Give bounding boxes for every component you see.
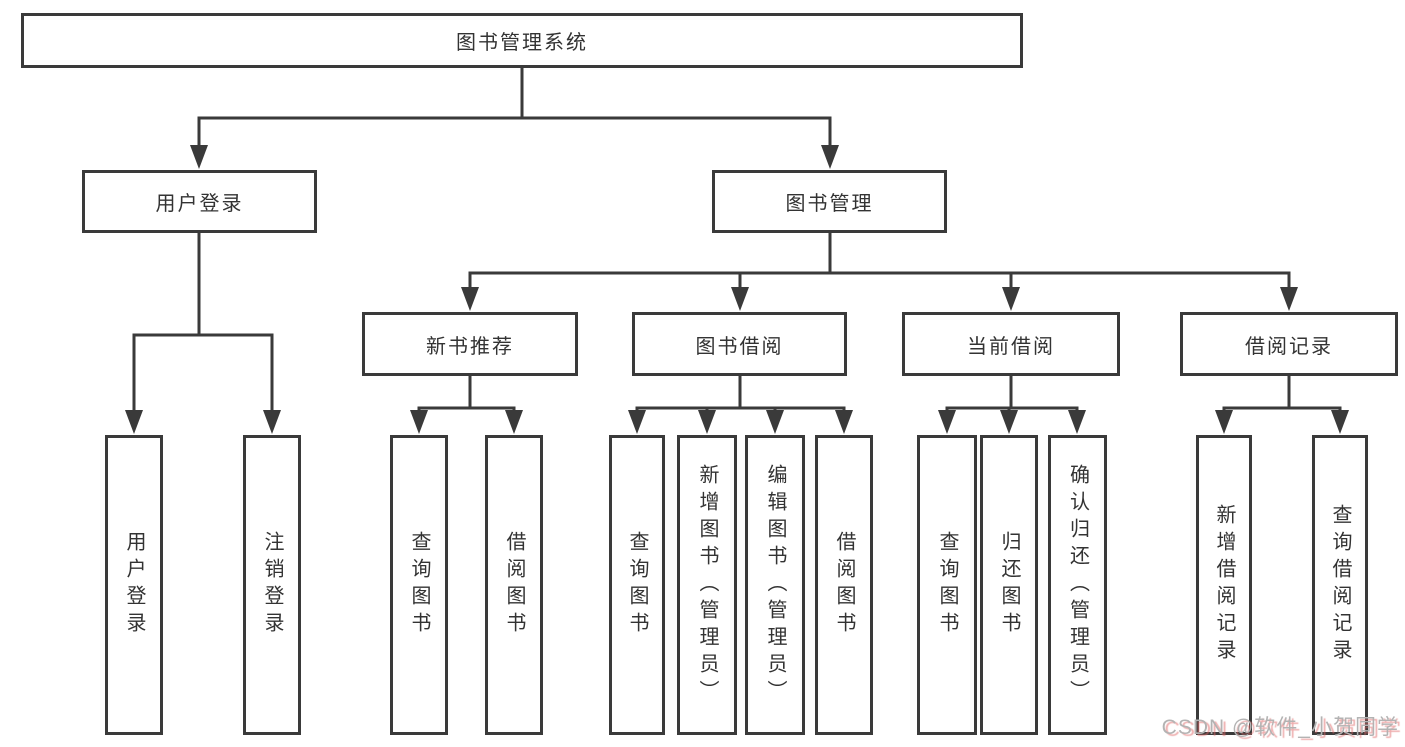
node-book-borrowing: 图书借阅 <box>632 312 847 376</box>
leaf-query-books-borrowing: 查询图书 <box>609 435 665 735</box>
leaf-borrow-books-borrowing: 借阅图书 <box>815 435 873 735</box>
leaf-query-books-current: 查询图书 <box>917 435 977 735</box>
leaf-edit-books-admin: 编辑图书（管理员） <box>745 435 805 735</box>
leaf-query-borrow-record: 查询借阅记录 <box>1312 435 1368 735</box>
leaf-user-login: 用户登录 <box>105 435 163 735</box>
leaf-query-books-recommend: 查询图书 <box>390 435 448 735</box>
node-borrowing-records: 借阅记录 <box>1180 312 1398 376</box>
leaf-confirm-return-admin: 确认归还（管理员） <box>1048 435 1107 735</box>
leaf-add-borrow-record: 新增借阅记录 <box>1196 435 1252 735</box>
node-library-system: 图书管理系统 <box>21 13 1023 68</box>
node-book-management: 图书管理 <box>712 170 947 233</box>
csdn-watermark: CSDN @软件_小贺同学 <box>1161 716 1399 739</box>
leaf-return-books: 归还图书 <box>980 435 1038 735</box>
node-user-login: 用户登录 <box>82 170 317 233</box>
node-new-book-recommendation: 新书推荐 <box>362 312 578 376</box>
node-current-borrowing: 当前借阅 <box>902 312 1120 376</box>
leaf-logout: 注销登录 <box>243 435 301 735</box>
arrowheads <box>125 145 1349 434</box>
leaf-borrow-books-recommend: 借阅图书 <box>485 435 543 735</box>
leaf-add-books-admin: 新增图书（管理员） <box>677 435 737 735</box>
